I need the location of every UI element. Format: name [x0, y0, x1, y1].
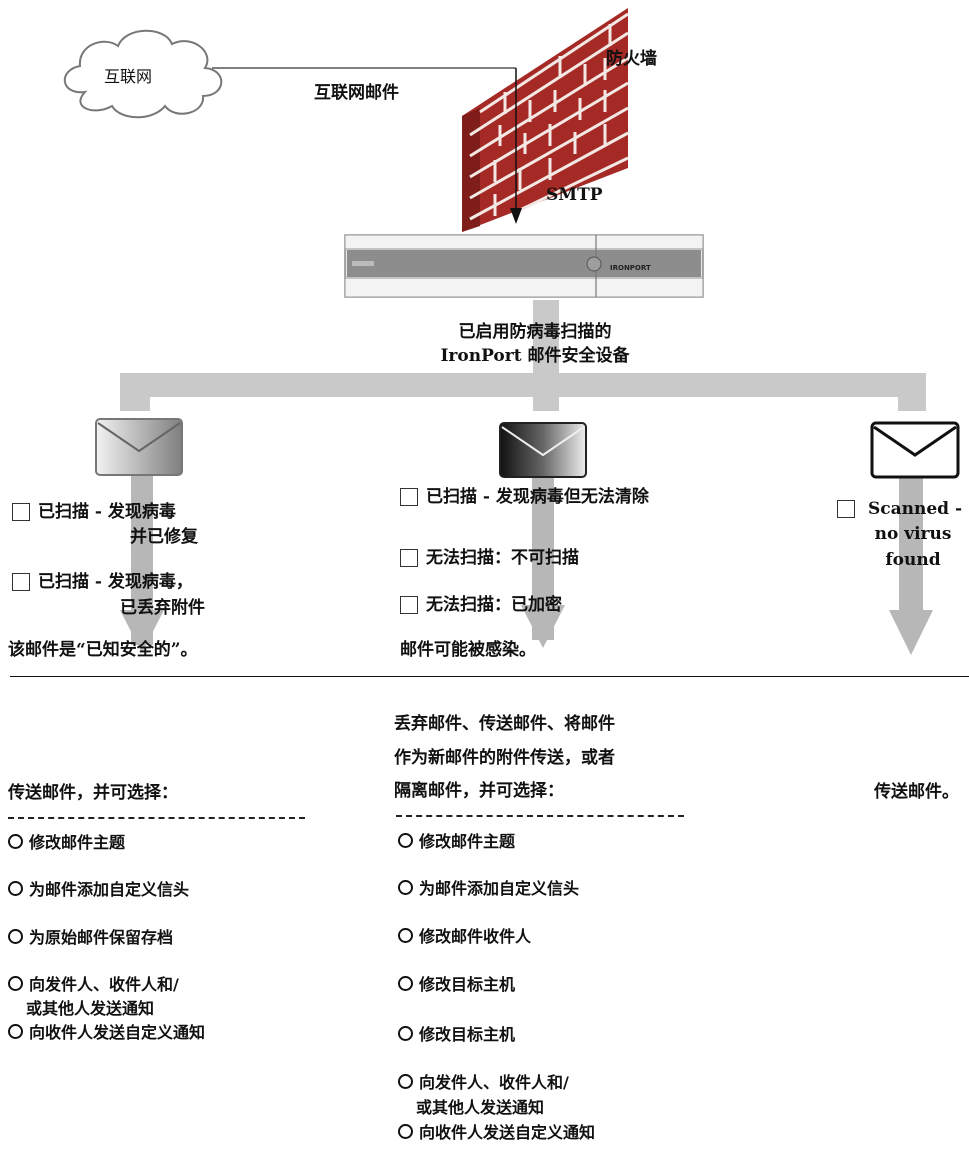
left-option-2: 为邮件添加自定义信头: [8, 879, 189, 901]
middle-checkbox-2: [400, 549, 418, 567]
bullet-icon: [8, 1024, 23, 1039]
left-option-5: 向收件人发送自定义通知: [8, 1022, 205, 1044]
middle-action-line3: 隔离邮件，并可选择：: [394, 781, 564, 801]
firewall-label: 防火墙: [606, 49, 657, 69]
middle-option-3: 修改邮件收件人: [398, 926, 531, 948]
bullet-icon: [398, 976, 413, 991]
branches-graphics: [95, 418, 960, 655]
left-option-3: 为原始邮件保留存档: [8, 927, 173, 949]
middle-option-6: 向发件人、收件人和/: [398, 1072, 569, 1094]
left-checkbox-1: [12, 503, 30, 521]
left-option-4b: 或其他人发送通知: [26, 999, 155, 1018]
right-check-line3: found: [885, 550, 941, 570]
middle-checkbox-1: [400, 488, 418, 506]
envelope-icon-middle: [499, 422, 587, 478]
middle-dotted-rule: [396, 815, 684, 817]
middle-option-7: 向收件人发送自定义通知: [398, 1122, 595, 1144]
internet-cloud-icon: [63, 29, 223, 119]
middle-check2: 无法扫描：不可扫描: [426, 548, 579, 568]
bullet-icon: [398, 880, 413, 895]
envelope-icon-right: [870, 421, 960, 479]
bullet-icon: [8, 881, 23, 896]
bullet-icon: [8, 834, 23, 849]
envelope-icon-left: [95, 418, 183, 476]
bullet-icon: [398, 928, 413, 943]
right-checkbox: [837, 500, 855, 518]
right-check-line2: no virus: [874, 524, 952, 544]
middle-option-2: 为邮件添加自定义信头: [398, 878, 579, 900]
middle-action-line1: 丢弃邮件、传送邮件、将邮件: [394, 714, 615, 734]
firewall-icon: [462, 8, 629, 232]
left-action: 传送邮件，并可选择：: [8, 783, 178, 803]
right-check-line1: Scanned -: [868, 499, 963, 519]
internet-mail-label: 互联网邮件: [314, 83, 399, 103]
appliance-caption-line1: 已启用防病毒扫描的: [458, 322, 612, 342]
appliance-caption-line2: IronPort 邮件安全设备: [440, 346, 630, 366]
left-dotted-rule: [8, 817, 305, 819]
cloud-label: 互联网: [104, 67, 153, 86]
smtp-label: SMTP: [546, 185, 603, 205]
middle-check3: 无法扫描：已加密: [426, 595, 562, 615]
middle-check1: 已扫描 - 发现病毒但无法清除: [426, 487, 649, 507]
smtp-arrow-head: [510, 208, 522, 224]
ironport-appliance-icon: [344, 234, 704, 298]
appliance-brand-label: IRONPORT: [610, 264, 651, 272]
bullet-icon: [398, 1074, 413, 1089]
middle-option-6b: 或其他人发送通知: [416, 1098, 545, 1117]
bullet-icon: [8, 929, 23, 944]
left-check1-line2: 并已修复: [130, 527, 198, 547]
branch-connector: [120, 300, 926, 411]
middle-checkbox-3: [400, 596, 418, 614]
bullet-icon: [398, 1124, 413, 1139]
left-check1-line1: 已扫描 - 发现病毒: [38, 502, 176, 522]
bullet-icon: [8, 976, 23, 991]
left-option-1: 修改邮件主题: [8, 832, 125, 854]
left-check2-line2: 已丢弃附件: [120, 598, 205, 618]
middle-option-1: 修改邮件主题: [398, 831, 515, 853]
left-checkbox-2: [12, 573, 30, 591]
bullet-icon: [398, 833, 413, 848]
middle-option-5: 修改目标主机: [398, 1024, 515, 1046]
right-action: 传送邮件。: [874, 782, 959, 802]
left-status: 该邮件是“已知安全的”。: [8, 640, 198, 660]
left-check2-line1: 已扫描 - 发现病毒，: [38, 572, 193, 592]
middle-option-4: 修改目标主机: [398, 974, 515, 996]
bullet-icon: [398, 1026, 413, 1041]
section-divider: [10, 676, 969, 677]
middle-status: 邮件可能被感染。: [400, 640, 536, 660]
left-option-4: 向发件人、收件人和/: [8, 974, 179, 996]
middle-action-line2: 作为新邮件的附件传送，或者: [394, 748, 615, 768]
network-diagram-top: [63, 8, 926, 411]
